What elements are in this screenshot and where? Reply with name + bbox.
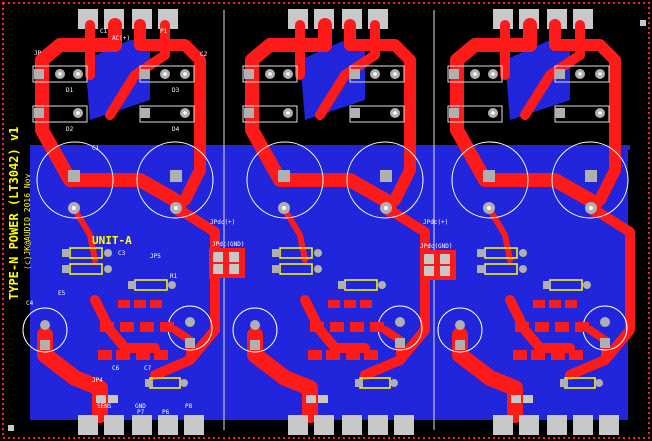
dc-jumpers (209, 248, 456, 280)
diode-label-d1: D1 (66, 87, 74, 94)
dc-gnd-label: JPdc(GND) (212, 241, 245, 248)
rect-jp-label: JP (34, 50, 42, 57)
board-title-group: TYPE-N POWER (LT3042) v1 (c)JK@AUDIO 201… (7, 127, 32, 300)
cap-label-c1: C1 (92, 145, 100, 152)
top-label-c1: C1 (100, 28, 108, 35)
jumper-pads (96, 395, 118, 403)
bottom-pin-p7: P7 (137, 409, 145, 416)
reg-label-jp5: JP5 (150, 253, 161, 260)
smd-pads (98, 300, 174, 360)
bottom-label-p8: P8 (185, 403, 193, 410)
top-label-ac: AC(+) (112, 35, 130, 42)
reg-label-c6: C6 (112, 365, 120, 372)
power-unit (22, 9, 220, 435)
bottom-connector (78, 415, 204, 435)
diode-label-d4: D4 (172, 126, 180, 133)
dc-gnd-label-2: JPdc(GND) (420, 243, 453, 250)
dc-plus-label: JPdc(+) (210, 219, 235, 226)
resistor-pads (62, 249, 188, 387)
unit-label: UNIT-A (92, 234, 132, 247)
bottom-pin-p6: P6 (162, 409, 170, 416)
reg-label-e5: E5 (58, 290, 66, 297)
bottom-label-gnd: GND (135, 403, 146, 410)
unit-dividers (223, 10, 435, 430)
top-pin-label: P1 (160, 28, 168, 35)
reg-label-c3: C3 (118, 250, 126, 257)
board-credit: (c)JK@AUDIO 2016 Nov (23, 173, 32, 270)
bottom-label-sens: SENS (97, 403, 112, 410)
edge-markers (8, 20, 646, 431)
dc-plus-label-2: JPdc(+) (423, 219, 448, 226)
diode-label-d2: D2 (66, 126, 74, 133)
board-title: TYPE-N POWER (LT3042) v1 (7, 127, 21, 300)
reg-label-c4: C4 (26, 300, 34, 307)
cap-label-c2: C2 (200, 51, 208, 58)
reg-label-jp4: JP4 (92, 377, 103, 384)
pad-holes (58, 72, 187, 210)
diode-label-d3: D3 (172, 87, 180, 94)
ground-pour (30, 40, 630, 420)
power-traces (35, 18, 220, 423)
reg-label-r1: R1 (170, 273, 178, 280)
reg-label-c7: C7 (144, 365, 152, 372)
